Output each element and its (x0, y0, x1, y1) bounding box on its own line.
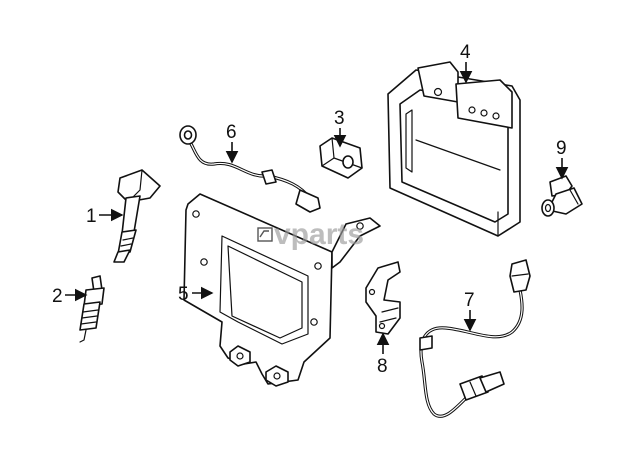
callout-1: 1 (86, 206, 124, 227)
part-knock-sensor-harness[interactable] (179, 125, 321, 213)
callout-label-1: 1 (86, 206, 97, 227)
watermark-text: vparts (274, 218, 364, 251)
callout-4: 4 (459, 42, 473, 84)
callout-label-6: 6 (226, 122, 237, 143)
callout-label-8: 8 (377, 356, 388, 377)
part-small-bracket[interactable] (365, 261, 401, 335)
callout-label-5: 5 (178, 284, 189, 305)
callout-2: 2 (52, 286, 88, 307)
part-spark-plug[interactable] (79, 275, 105, 343)
part-sensor[interactable] (319, 137, 363, 179)
callout-label-7: 7 (464, 290, 475, 311)
callout-label-4: 4 (460, 42, 471, 63)
part-ecm-module[interactable] (387, 61, 521, 237)
callout-label-3: 3 (334, 108, 345, 129)
part-cam-sensor[interactable] (541, 175, 583, 217)
callout-9: 9 (555, 138, 569, 180)
callout-6: 6 (225, 122, 239, 164)
callout-label-9: 9 (556, 138, 567, 159)
callout-5: 5 (178, 284, 214, 305)
callout-3: 3 (333, 108, 347, 148)
part-ignition-coil[interactable] (113, 169, 161, 263)
part-ecm-bracket[interactable] (183, 193, 381, 387)
part-oxygen-sensor[interactable] (419, 259, 531, 418)
callout-7: 7 (463, 290, 477, 332)
callout-label-2: 2 (52, 286, 63, 307)
callout-8: 8 (376, 332, 390, 377)
vparts-logo: vparts (257, 218, 364, 251)
